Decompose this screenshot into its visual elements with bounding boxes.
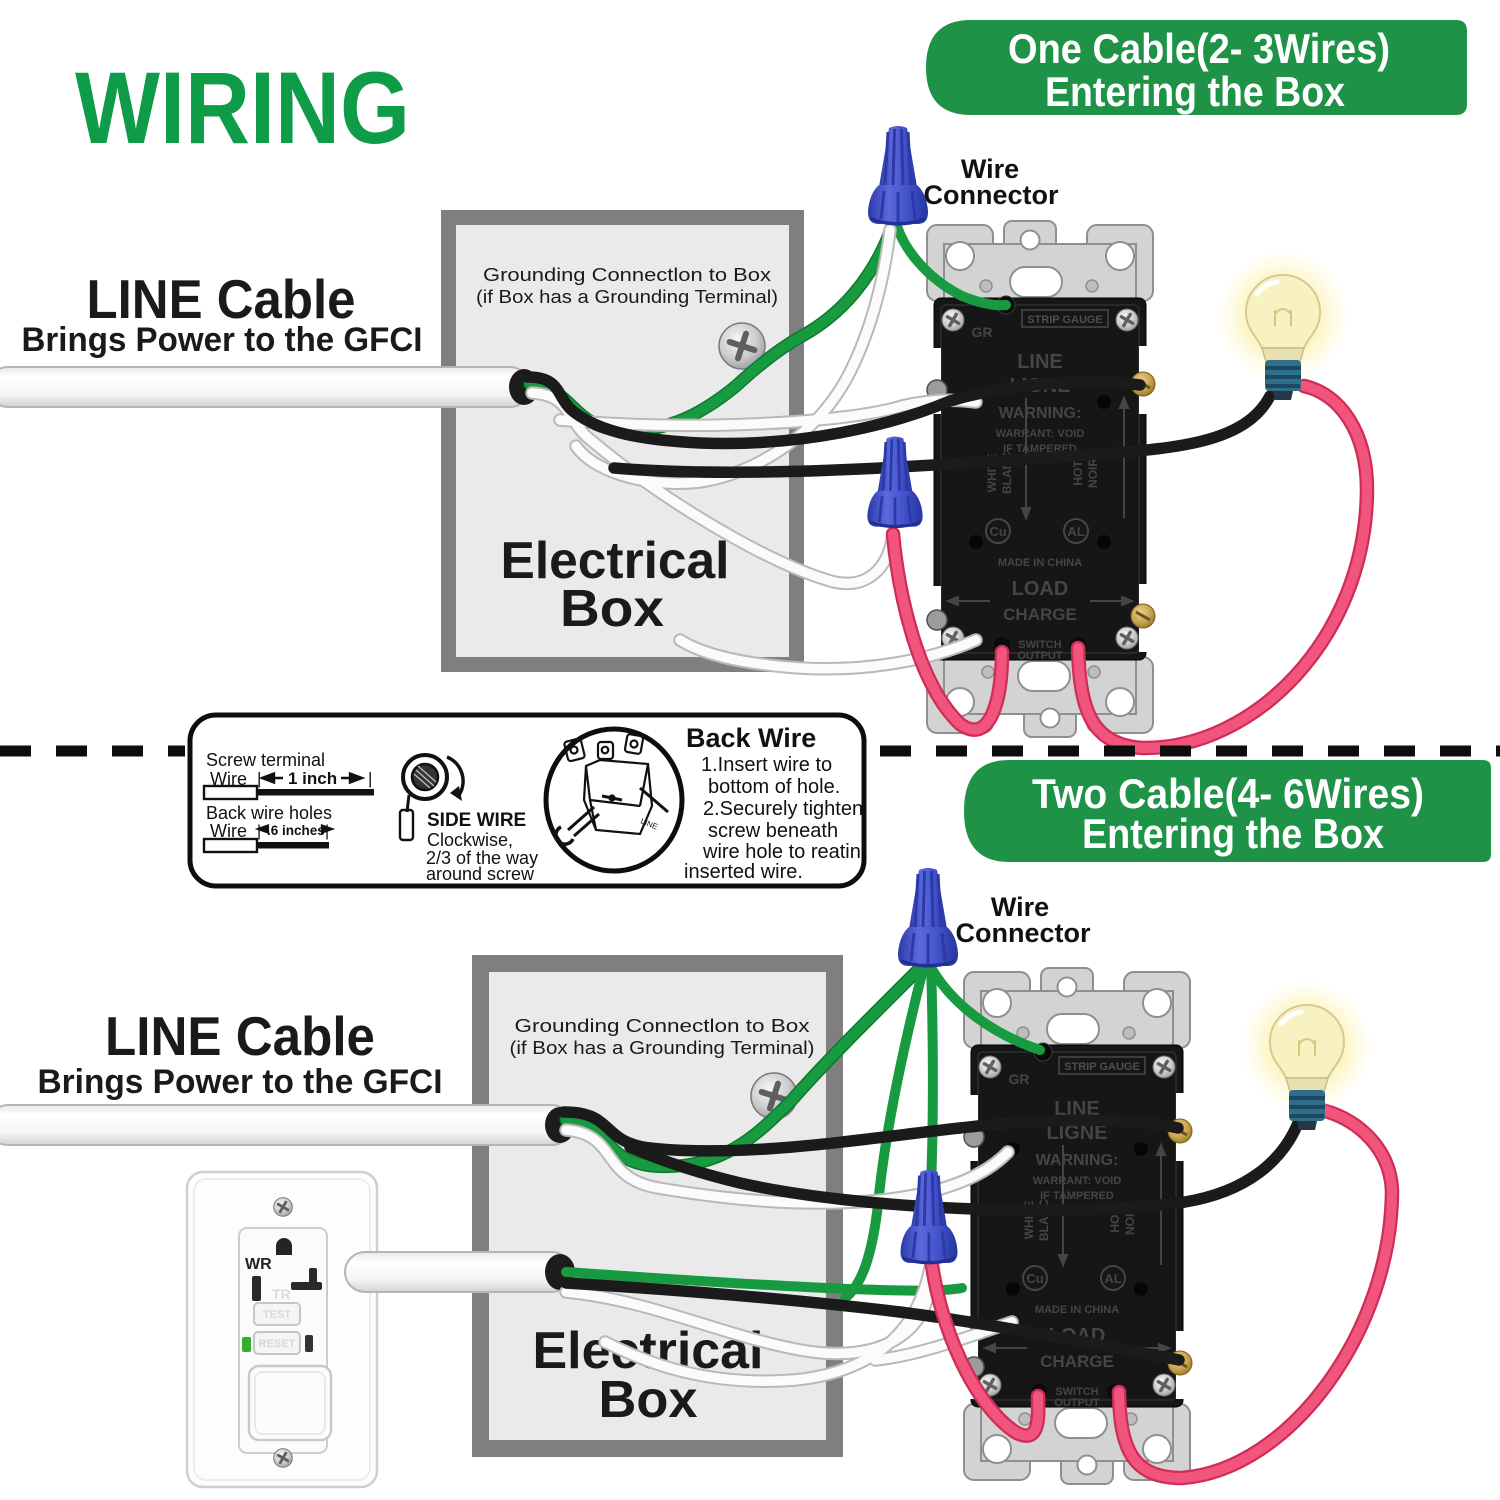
svg-text:Electrical: Electrical	[501, 532, 730, 590]
svg-text:Entering the Box: Entering the Box	[1045, 68, 1346, 115]
svg-text:Wire: Wire	[961, 154, 1019, 184]
svg-text:LINE Cable: LINE Cable	[105, 1005, 375, 1067]
svg-text:Grounding Connectlon to Box: Grounding Connectlon to Box	[515, 1016, 810, 1036]
svg-text:wire hole to reatin: wire hole to reatin	[702, 841, 861, 863]
svg-text:bottom of hole.: bottom of hole.	[708, 776, 840, 798]
svg-text:Wire: Wire	[210, 821, 247, 841]
svg-text:|: |	[257, 769, 261, 788]
svg-text:LINE Cable: LINE Cable	[87, 268, 356, 330]
svg-text:RESET: RESET	[259, 1338, 296, 1350]
svg-text:Screw terminal: Screw terminal	[206, 750, 325, 770]
svg-text:.6 inches: .6 inches	[267, 823, 325, 838]
svg-text:TEST: TEST	[263, 1309, 291, 1321]
svg-text:around screw: around screw	[426, 864, 535, 884]
svg-text:(if Box has a Grounding Termin: (if Box has a Grounding Terminal)	[476, 287, 778, 307]
svg-text:screw beneath: screw beneath	[708, 820, 838, 842]
svg-text:2/3 of the way: 2/3 of the way	[426, 848, 538, 868]
svg-text:Clockwise,: Clockwise,	[427, 830, 513, 850]
svg-text:One Cable(2- 3Wires): One Cable(2- 3Wires)	[1008, 25, 1390, 72]
svg-text:Connector: Connector	[956, 918, 1091, 948]
svg-text:Entering the Box: Entering the Box	[1082, 810, 1385, 857]
svg-text:TR: TR	[272, 1286, 291, 1302]
svg-text:Box: Box	[599, 1371, 698, 1429]
svg-text:|: |	[368, 769, 372, 788]
svg-text:Connector: Connector	[924, 180, 1059, 210]
svg-text:Two Cable(4- 6Wires): Two Cable(4- 6Wires)	[1032, 770, 1424, 817]
svg-text:inserted wire.: inserted wire.	[684, 861, 803, 883]
svg-text:1.Insert wire to: 1.Insert wire to	[701, 754, 832, 776]
svg-text:Brings Power to the GFCI: Brings Power to the GFCI	[22, 321, 423, 359]
svg-text:Back Wire: Back Wire	[686, 723, 816, 753]
svg-text:Box: Box	[560, 580, 664, 638]
svg-text:Brings Power to the GFCI: Brings Power to the GFCI	[38, 1063, 443, 1101]
svg-text:Wire: Wire	[991, 892, 1049, 922]
svg-text:(if Box has a Grounding Termin: (if Box has a Grounding Terminal)	[510, 1038, 815, 1058]
svg-text:|: |	[257, 823, 261, 840]
svg-text:WIRING: WIRING	[75, 51, 410, 165]
svg-text:Grounding Connectlon to Box: Grounding Connectlon to Box	[483, 265, 771, 285]
svg-text:1 inch: 1 inch	[288, 769, 337, 788]
svg-text:2.Securely tighten: 2.Securely tighten	[703, 798, 863, 820]
svg-text:WR: WR	[245, 1256, 272, 1273]
svg-text:SIDE WIRE: SIDE WIRE	[427, 810, 526, 831]
svg-text:Wire: Wire	[210, 769, 247, 789]
svg-text:Back wire holes: Back wire holes	[206, 803, 332, 823]
